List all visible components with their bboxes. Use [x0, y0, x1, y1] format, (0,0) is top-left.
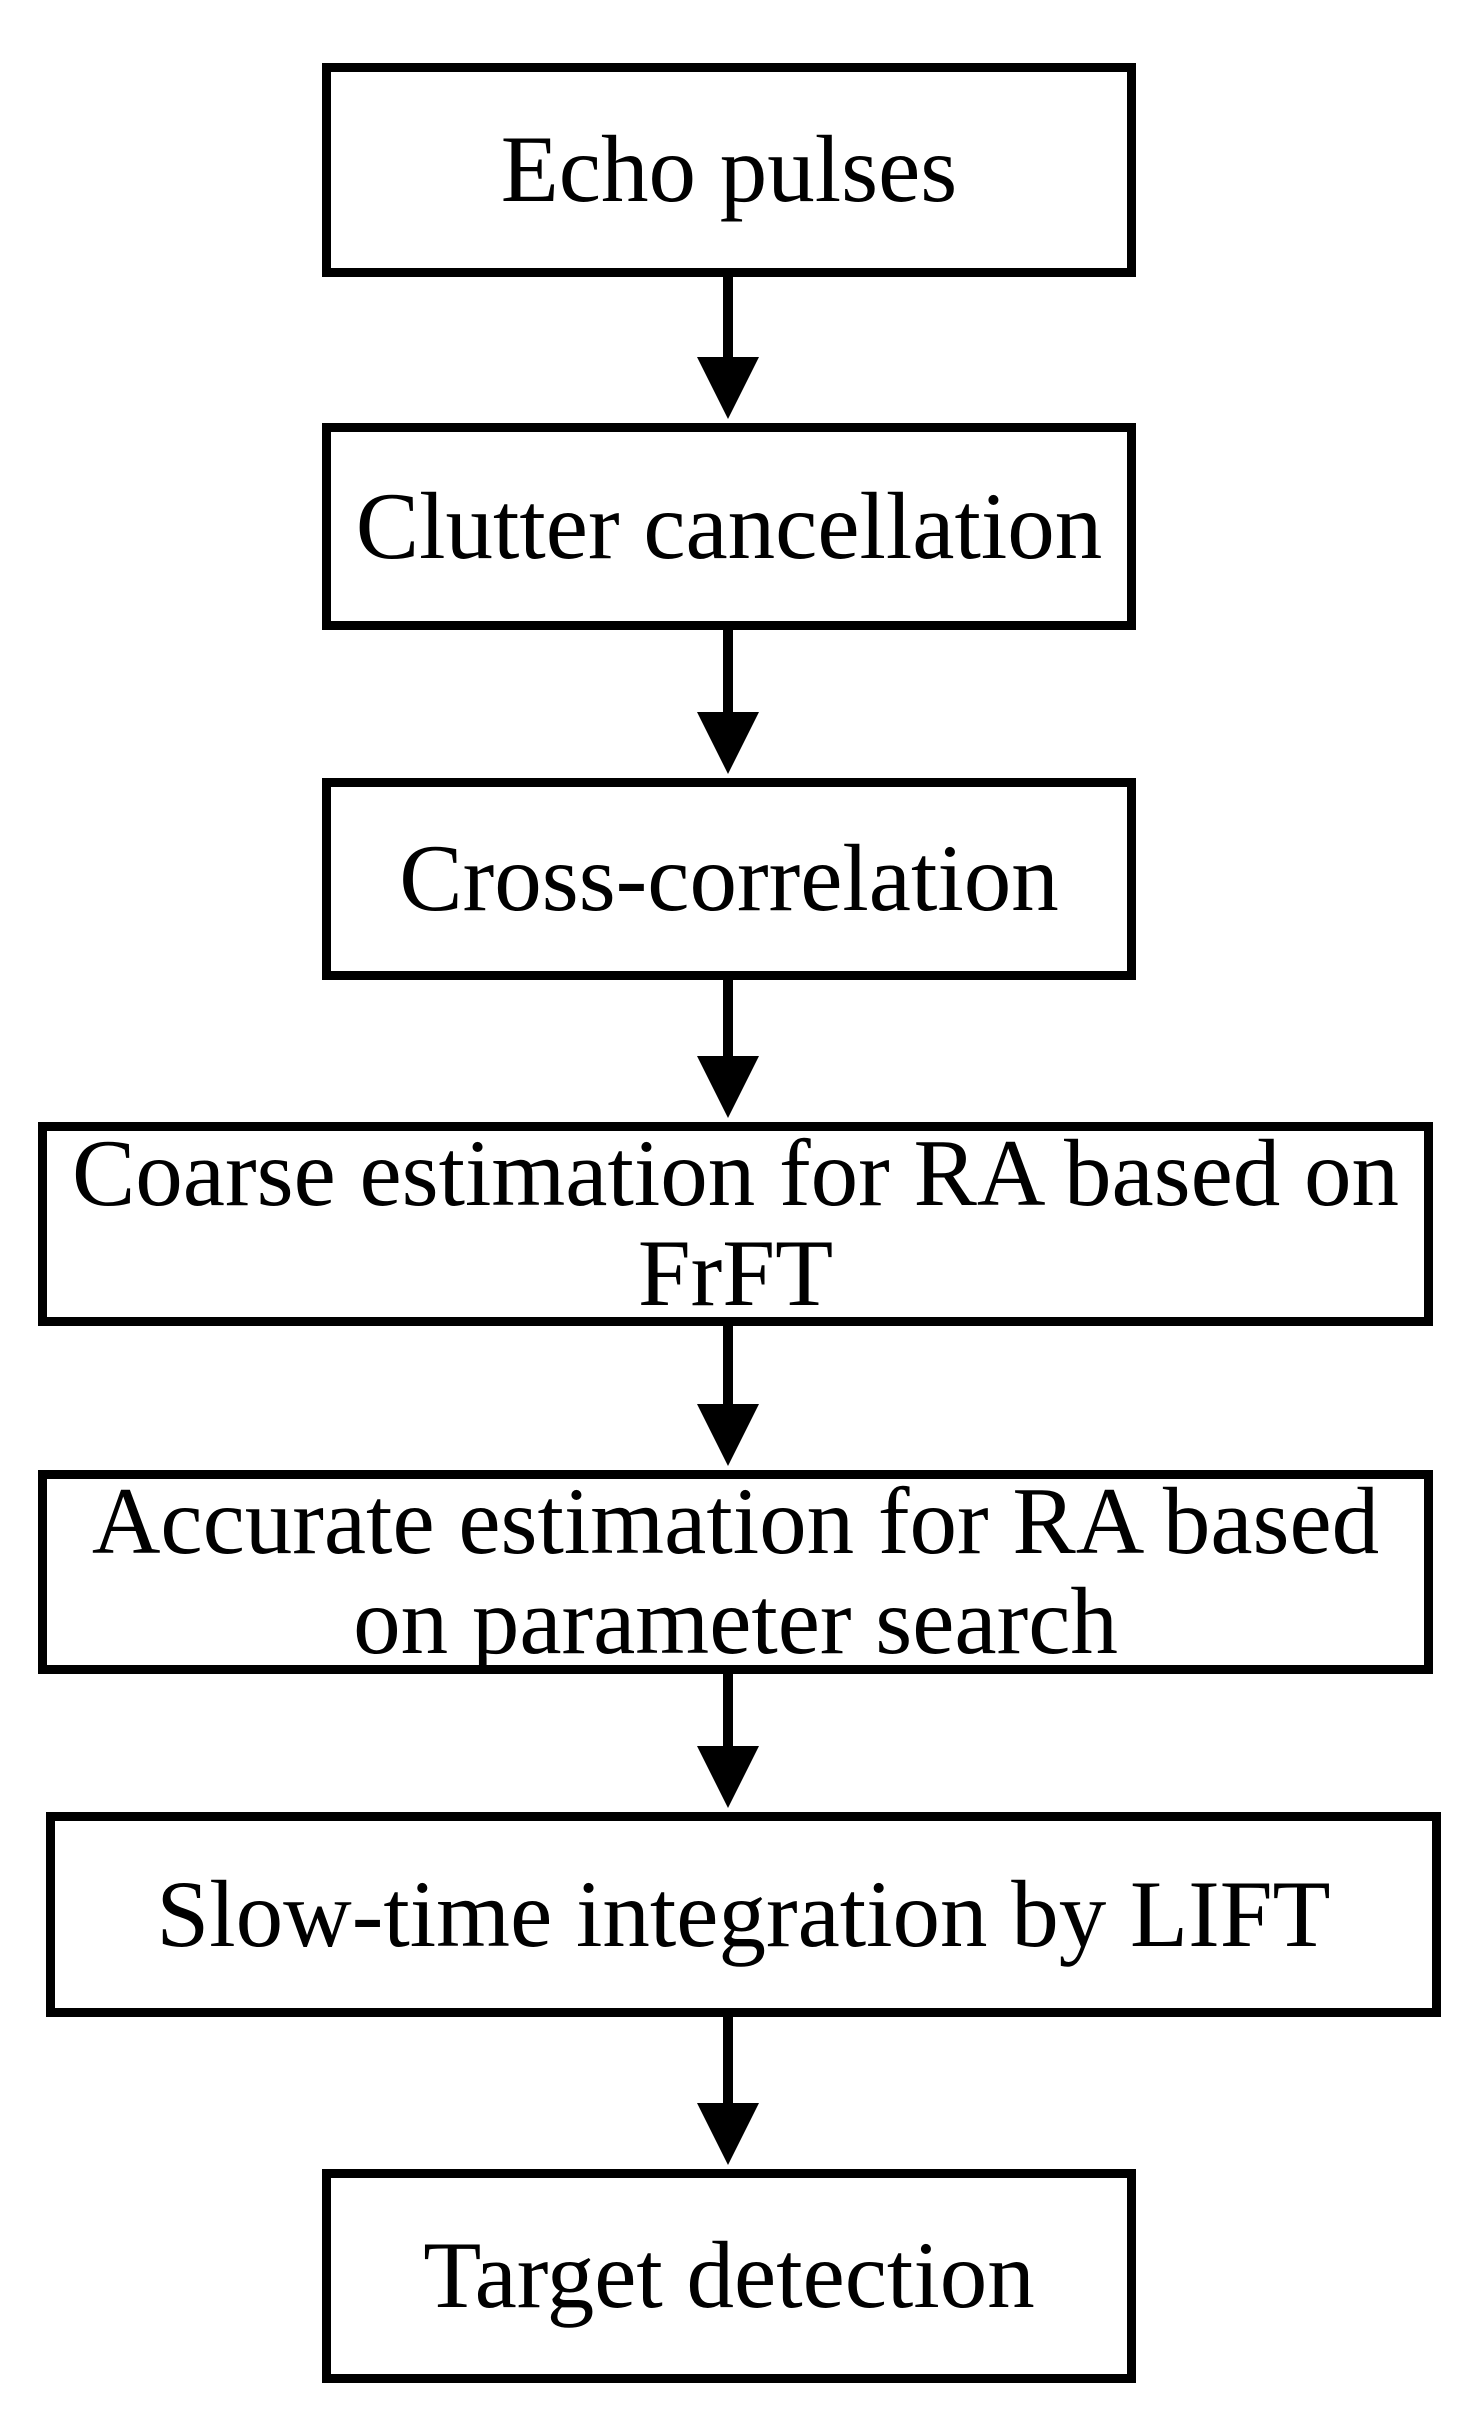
node-label: Target detection	[423, 2222, 1035, 2329]
arrow-head	[697, 1746, 759, 1808]
node-label: Coarse estimation for RA based on FrFT	[71, 1120, 1400, 1326]
node-label: Clutter cancellation	[355, 472, 1103, 579]
node-label: Slow-time integration by LIFT	[156, 1860, 1331, 1967]
node-label: Echo pulses	[500, 116, 958, 223]
arrow-head	[697, 2103, 759, 2165]
arrow-head	[697, 1056, 759, 1118]
arrow-down-icon	[697, 1326, 759, 1466]
arrow-head	[697, 712, 759, 774]
flowchart-node-accurate-estimation: Accurate estimation for RA based on para…	[38, 1470, 1433, 1674]
arrow-down-icon	[697, 980, 759, 1118]
arrow-down-icon	[697, 2017, 759, 2165]
arrow-down-icon	[697, 1674, 759, 1808]
arrow-shaft	[723, 980, 733, 1056]
arrow-head	[697, 357, 759, 419]
flowchart-node-slow-time-integration: Slow-time integration by LIFT	[46, 1812, 1441, 2017]
node-label: Cross-correlation	[399, 825, 1059, 932]
arrow-head	[697, 1404, 759, 1466]
arrow-shaft	[723, 630, 733, 712]
flowchart-node-clutter-cancellation: Clutter cancellation	[322, 423, 1136, 630]
node-label: Accurate estimation for RA based on para…	[91, 1468, 1380, 1674]
flowchart-node-coarse-estimation: Coarse estimation for RA based on FrFT	[38, 1122, 1433, 1326]
arrow-shaft	[723, 1674, 733, 1746]
arrow-shaft	[723, 277, 733, 357]
arrow-shaft	[723, 2017, 733, 2103]
flowchart-node-cross-correlation: Cross-correlation	[322, 778, 1136, 980]
arrow-down-icon	[697, 277, 759, 419]
arrow-down-icon	[697, 630, 759, 774]
flowchart-node-echo-pulses: Echo pulses	[322, 63, 1136, 277]
flowchart-node-target-detection: Target detection	[322, 2169, 1136, 2383]
arrow-shaft	[723, 1326, 733, 1404]
